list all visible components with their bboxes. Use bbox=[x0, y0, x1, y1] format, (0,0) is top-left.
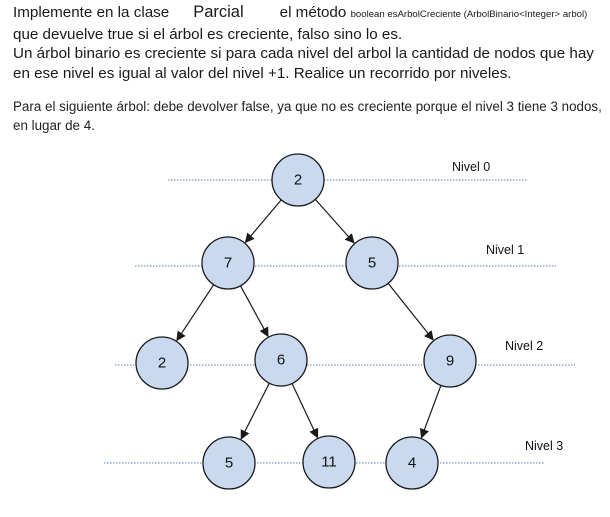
node-circle bbox=[385, 436, 439, 490]
node-circle bbox=[345, 236, 399, 290]
problem-statement: Implemente en la clase Parcial el método b… bbox=[13, 3, 605, 83]
node-circle bbox=[271, 153, 325, 207]
node-value: 11 bbox=[321, 454, 337, 471]
node-value: 2 bbox=[158, 355, 166, 372]
tree-node: 6 bbox=[254, 333, 308, 387]
node-value: 9 bbox=[446, 353, 454, 370]
node-circle bbox=[135, 336, 189, 390]
level-label: Nivel 2 bbox=[505, 339, 543, 353]
node-value: 5 bbox=[368, 255, 376, 272]
tree-node: 11 bbox=[302, 435, 356, 489]
tree-node: 9 bbox=[423, 334, 477, 388]
node-circle bbox=[201, 236, 255, 290]
tree-node: 4 bbox=[385, 436, 439, 490]
node-value: 2 bbox=[294, 172, 302, 189]
tree-edge-arrow bbox=[239, 285, 269, 338]
tree-edge-arrow bbox=[419, 385, 442, 439]
tree-edge-arrow bbox=[240, 382, 270, 440]
tree-node: 5 bbox=[345, 236, 399, 290]
tree-edge-arrow bbox=[314, 199, 355, 244]
statement-part2: el método bbox=[279, 4, 347, 21]
tree-node: 5 bbox=[202, 436, 256, 490]
node-circle bbox=[302, 435, 356, 489]
method-signature: boolean esArbolCreciente (ArbolBinario<I… bbox=[350, 9, 588, 20]
tree-edge-arrow bbox=[387, 282, 434, 341]
statement-part1: Implemente en la clase bbox=[13, 4, 170, 21]
level-label: Nivel 1 bbox=[486, 243, 524, 257]
level-label: Nivel 0 bbox=[452, 160, 490, 174]
node-value: 7 bbox=[224, 255, 232, 272]
class-name: Parcial bbox=[193, 3, 244, 21]
node-circle bbox=[202, 436, 256, 490]
statement-line2: que devuelve true si el árbol es crecien… bbox=[13, 25, 403, 43]
level-label: Nivel 3 bbox=[525, 439, 563, 453]
node-circle bbox=[254, 333, 308, 387]
tree-node: 2 bbox=[271, 153, 325, 207]
tree-node: 2 bbox=[135, 336, 189, 390]
node-circle bbox=[423, 334, 477, 388]
node-value: 5 bbox=[225, 455, 233, 472]
tree-edge-arrow bbox=[291, 383, 319, 439]
tree-edge-arrow bbox=[244, 199, 282, 244]
tree-edge-arrow bbox=[176, 284, 215, 342]
node-value: 4 bbox=[408, 455, 416, 472]
example-text: Para el siguiente árbol: debe devolver f… bbox=[13, 99, 602, 133]
tree-node: 7 bbox=[201, 236, 255, 290]
statement-line3: Un árbol binario es creciente si para ca… bbox=[13, 45, 594, 82]
node-value: 6 bbox=[277, 352, 285, 369]
